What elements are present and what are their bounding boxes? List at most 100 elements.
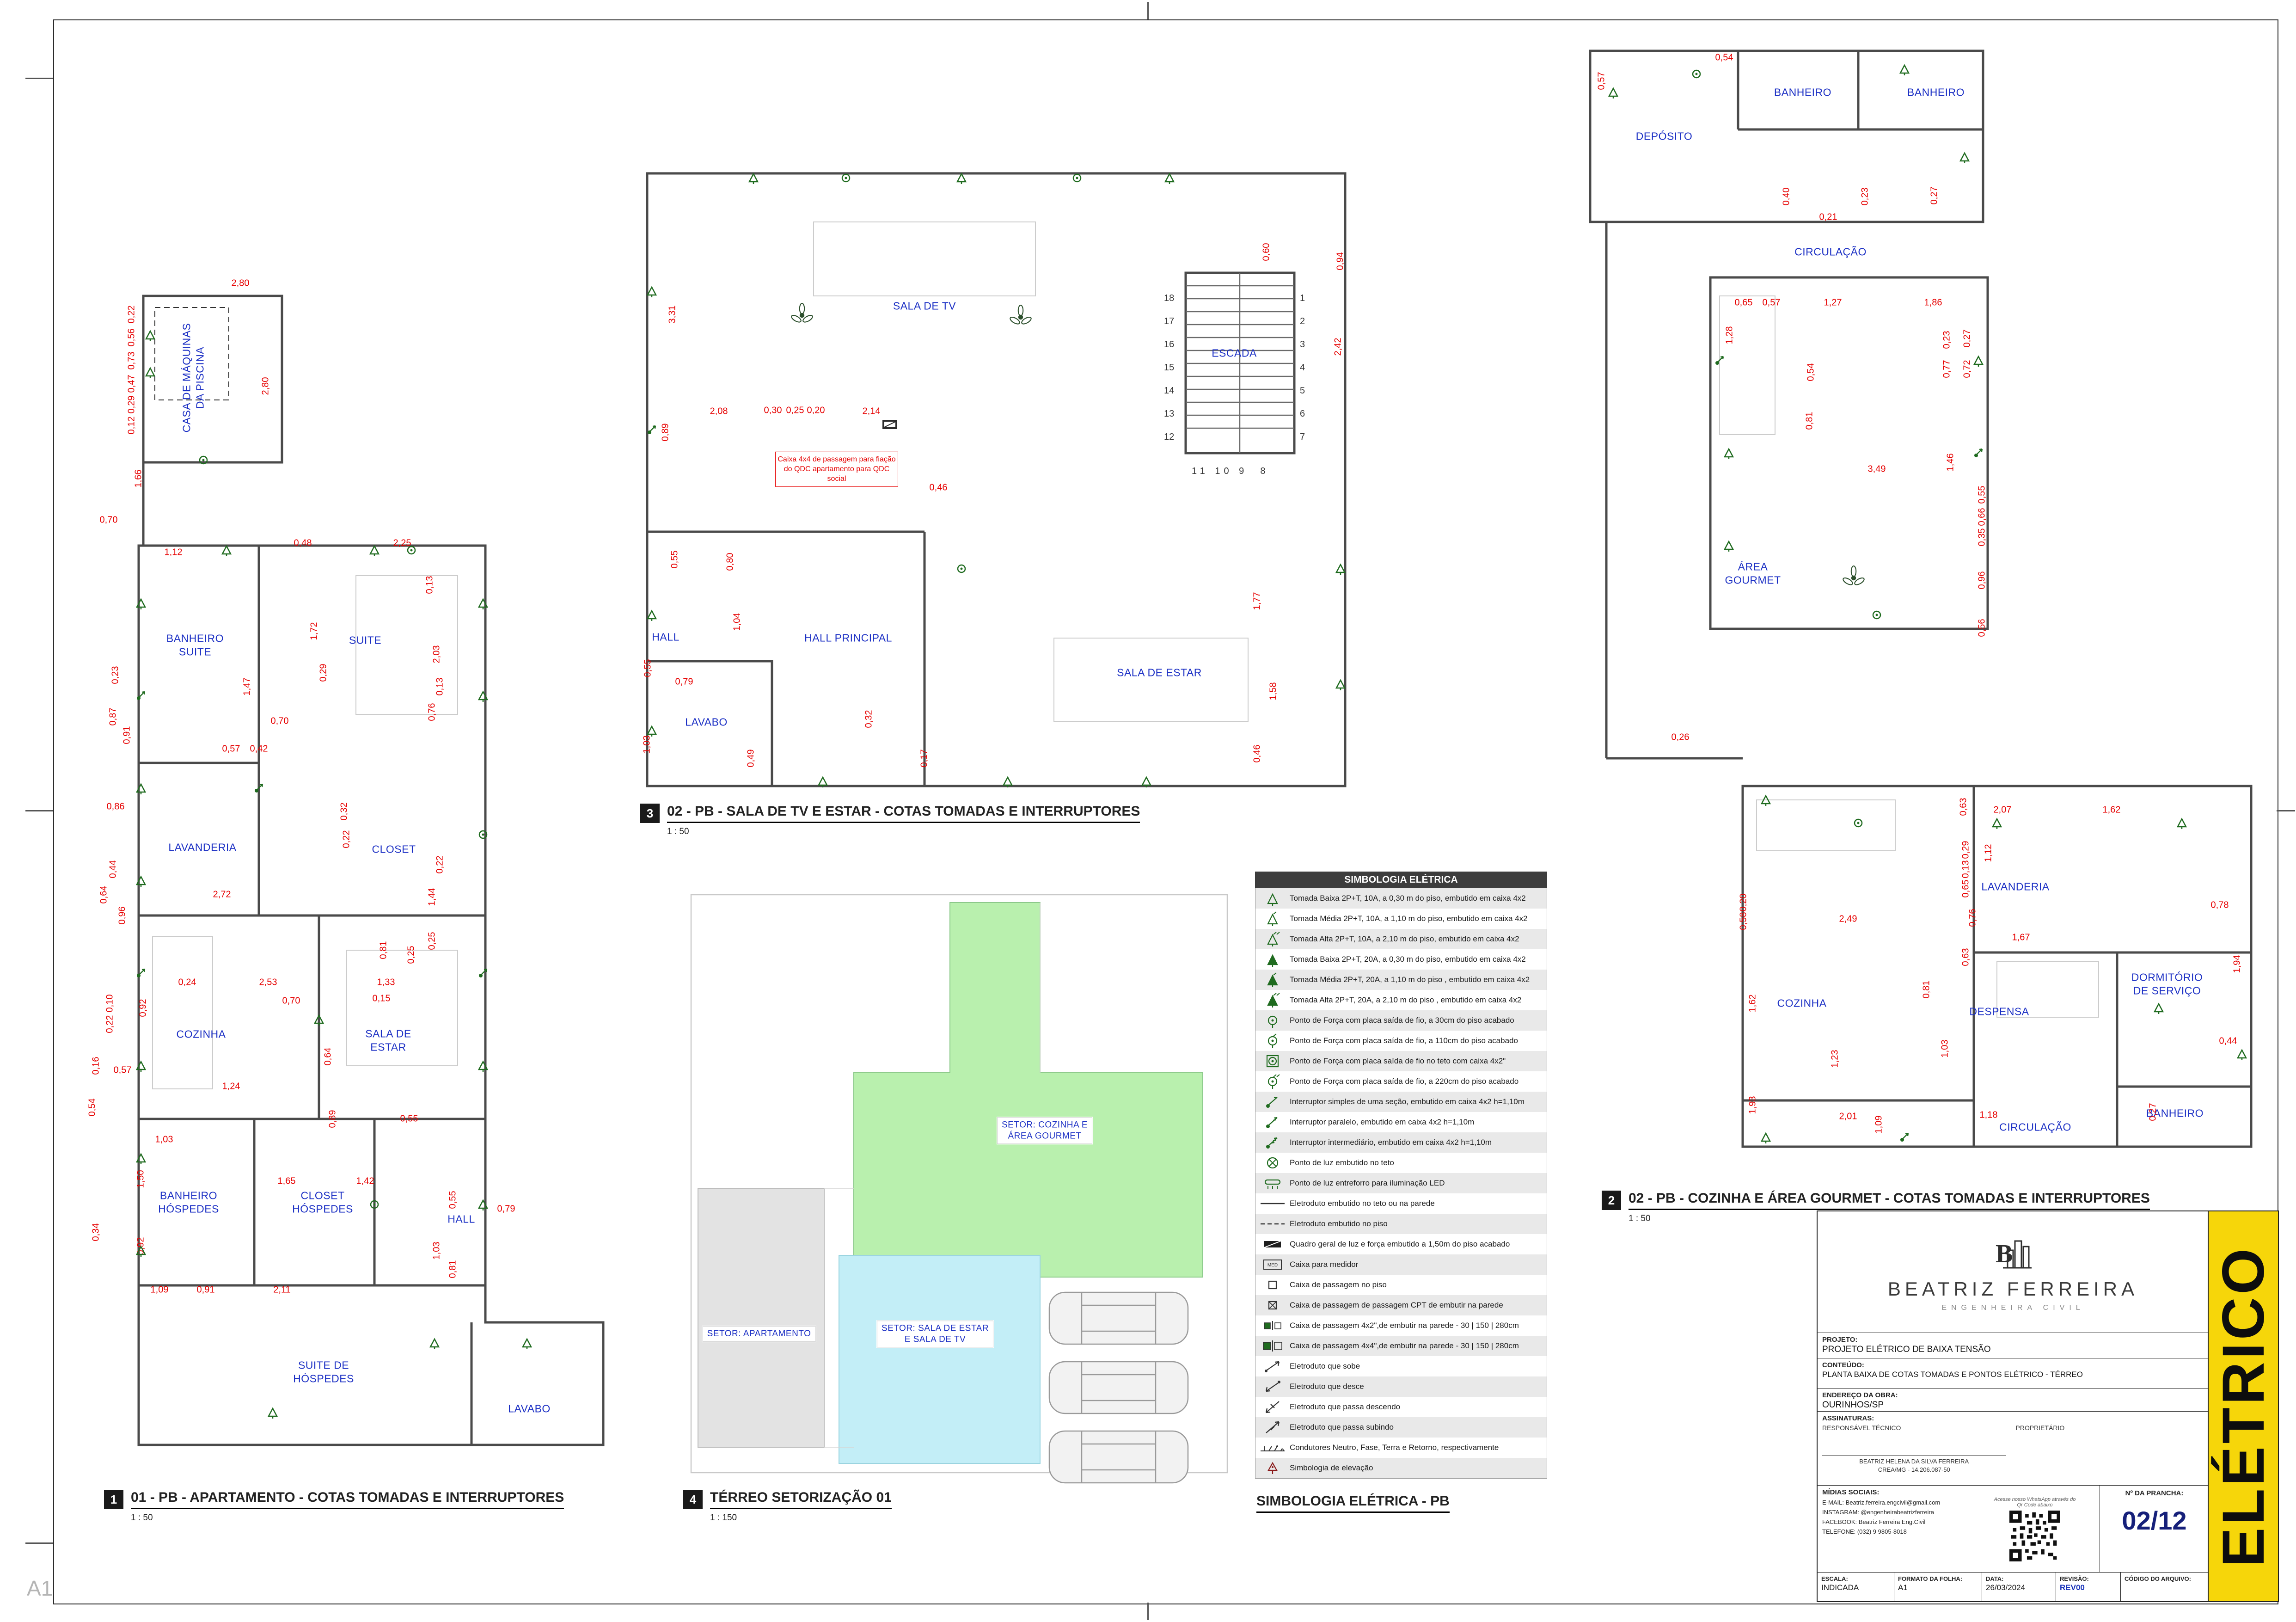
view-scale: 1 : 50 xyxy=(1629,1214,1651,1223)
outlet-symbol xyxy=(267,1406,279,1419)
legend-row: Tomada Alta 2P+T, 20A, a 2,10 m do piso … xyxy=(1255,990,1547,1010)
outlet-symbol xyxy=(1972,354,1984,367)
outlet-symbol xyxy=(477,597,489,610)
dimension-label: 0,79 xyxy=(675,676,693,687)
field-formato: FORMATO DA FOLHA: A1 xyxy=(1894,1573,1982,1601)
tomada-alta-icon xyxy=(1255,931,1290,947)
room-label: SUITE xyxy=(349,634,382,646)
outlet-symbol xyxy=(1002,775,1014,788)
outlet-symbol xyxy=(1163,172,1176,184)
passa-subindo-icon xyxy=(1255,1419,1290,1435)
legend-row: Interruptor intermediário, embutido em c… xyxy=(1255,1132,1547,1153)
endereco-label: ENDEREÇO DA OBRA: xyxy=(1822,1391,1898,1399)
dimension-label: 0,16 xyxy=(91,1057,101,1075)
sector-label: SETOR: APARTAMENTO xyxy=(702,1326,816,1342)
stair-number: 1 xyxy=(1300,293,1305,303)
room-label: CIRCULAÇÃO xyxy=(1794,246,1867,258)
stair-number: 5 xyxy=(1300,386,1305,396)
dimension-label: 2,49 xyxy=(1839,914,1857,924)
outlet-symbol xyxy=(135,1059,147,1072)
legend-row: Ponto de Força com placa saída de fio no… xyxy=(1255,1051,1547,1071)
legend-label: Tomada Baixa 2P+T, 20A, a 0,30 m do piso… xyxy=(1290,955,1526,964)
outlet-symbol xyxy=(135,874,147,887)
legend-label: Caixa para medidor xyxy=(1290,1260,1359,1269)
switch-symbol xyxy=(1973,448,1984,459)
legend-label: Eletroduto embutido no piso xyxy=(1290,1219,1388,1228)
light-point-symbol xyxy=(406,545,416,555)
dimension-label: 1,67 xyxy=(2012,932,2030,943)
view-scale: 1 : 50 xyxy=(131,1513,153,1523)
condutores-icon xyxy=(1255,1440,1290,1456)
outlet-symbol xyxy=(1898,63,1910,76)
dimension-label: 0,26 xyxy=(1671,732,1690,743)
dimension-label: 0,27 xyxy=(1962,329,1972,348)
forca-220-icon xyxy=(1255,1074,1290,1089)
light-point-symbol xyxy=(1691,69,1702,79)
dimension-label: 0,42 xyxy=(250,743,268,754)
switch-symbol xyxy=(135,690,147,701)
view-number: 4 xyxy=(683,1490,703,1509)
outlet-symbol xyxy=(135,1244,147,1257)
instagram: INSTAGRAM: @engenheirabeatrizferreira xyxy=(1822,1509,1934,1516)
dimension-label: 1,65 xyxy=(277,1176,296,1186)
dimension-label: 1,03 xyxy=(155,1134,173,1145)
stair-number: 4 xyxy=(1300,362,1305,373)
legend-row: Eletroduto que sobe xyxy=(1255,1356,1547,1376)
dimension-label: 1,33 xyxy=(377,977,395,988)
dimension-label: 0,46 xyxy=(929,482,948,493)
legend-row: Ponto de Força com placa saída de fio, a… xyxy=(1255,1071,1547,1092)
caption-sala-tv: 3 02 - PB - SALA DE TV E ESTAR - COTAS T… xyxy=(640,804,1140,837)
cx-4x4-icon xyxy=(1255,1338,1290,1354)
dimension-label: 0,92 xyxy=(138,999,148,1017)
dimension-label: 1,24 xyxy=(222,1081,240,1092)
dimension-label: 0,20 xyxy=(1738,893,1749,912)
stair-number: 7 xyxy=(1300,432,1305,442)
field-prancha: Nº DA PRANCHA: 02/12 xyxy=(2100,1486,2209,1572)
dimension-label: 0,29 xyxy=(1960,841,1971,859)
outlet-symbol xyxy=(144,366,156,379)
legend-caption: SIMBOLOGIA ELÉTRICA - PB xyxy=(1256,1493,1450,1513)
whatsapp-note: Acesse nosso WhatsApp através do Qr Code… xyxy=(1994,1496,2076,1508)
walls xyxy=(1589,49,2253,1148)
dimension-label: 0,77 xyxy=(1941,360,1952,378)
field-data: DATA: 26/03/2024 xyxy=(1982,1573,2056,1601)
legend-label: Tomada Média 2P+T, 10A, a 1,10 m do piso… xyxy=(1290,914,1528,923)
light-point-symbol xyxy=(478,829,488,840)
legend-label: Eletroduto que passa subindo xyxy=(1290,1423,1394,1432)
room-label: HALL PRINCIPAL xyxy=(804,632,892,644)
dimension-label: 0,72 xyxy=(1962,360,1972,378)
dimension-label: 0,56 xyxy=(1977,619,1987,637)
int-simples-icon xyxy=(1255,1094,1290,1110)
revisao-label: REVISÃO: xyxy=(2060,1575,2089,1582)
switch-symbol xyxy=(253,783,264,794)
escala-value: INDICADA xyxy=(1821,1583,1859,1592)
outlet-symbol xyxy=(1760,1131,1772,1144)
outlet-symbol xyxy=(1723,539,1735,552)
outlet-symbol xyxy=(747,172,759,184)
outlet-symbol xyxy=(1959,151,1971,164)
stair-number: 2 xyxy=(1300,316,1305,326)
legend-label: Eletroduto que sobe xyxy=(1290,1362,1360,1370)
dimension-label: 1,12 xyxy=(1983,844,1994,862)
sector-label: SETOR: SALA DE ESTAR E SALA DE TV xyxy=(876,1321,994,1347)
dimension-label: 0,27 xyxy=(1929,186,1940,205)
dimension-label: 0,89 xyxy=(327,1110,338,1128)
room-label: LAVANDERIA xyxy=(1981,880,2050,893)
outlet-symbol xyxy=(429,1337,441,1350)
dimension-label: 2,80 xyxy=(260,377,271,395)
room-label: BANHEIRO SUITE xyxy=(166,632,224,657)
room-label: COZINHA xyxy=(1777,997,1827,1009)
prancha-label: Nº DA PRANCHA: xyxy=(2125,1489,2184,1497)
dimension-label: 0,70 xyxy=(99,515,118,525)
field-revisao: REVISÃO: REV00 xyxy=(2056,1573,2120,1601)
dimension-label: 1,03 xyxy=(431,1241,442,1260)
dimension-label: 0,17 xyxy=(919,749,930,768)
dimension-label: 0,57 xyxy=(222,743,240,754)
outlet-symbol xyxy=(2176,817,2188,829)
legend-row: Eletroduto embutido no piso xyxy=(1255,1214,1547,1234)
room-label: SUITE DE HÓSPEDES xyxy=(293,1359,354,1384)
outlet-symbol xyxy=(2153,1001,2165,1014)
ceiling-fan-symbol xyxy=(790,303,814,328)
view-title: 01 - PB - APARTAMENTO - COTAS TOMADAS E … xyxy=(131,1490,564,1509)
